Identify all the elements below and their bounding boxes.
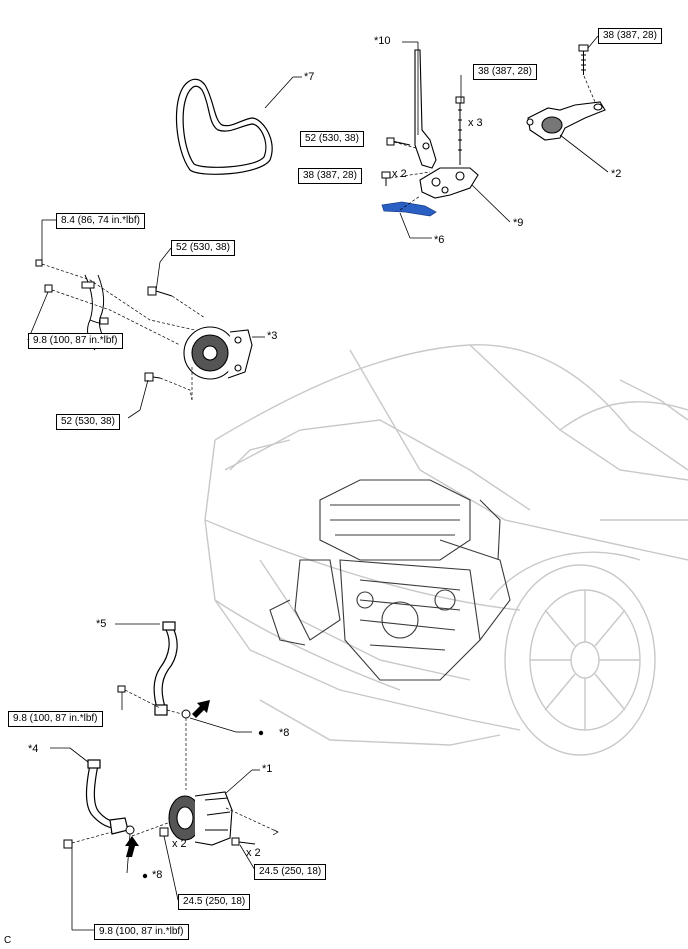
callout-9: *9 [513,217,524,229]
bullet-icon [142,873,148,879]
nut-compressor [159,827,169,837]
alternator [183,326,253,380]
bolt-alternator-upper [147,286,173,297]
torque-alternator-terminal: 9.8 (100, 87 in.*lbf) [28,333,123,349]
mount-bracket [419,167,479,199]
o-ring-lower [125,825,135,835]
qty-compressor-bolts: x 2 [246,847,261,859]
bolt-hose-4 [63,839,73,849]
torque-mount-bolt: 38 (387, 28) [598,28,662,44]
callout-4: *4 [28,743,39,755]
callout-1: *1 [262,763,273,775]
torque-bracket-nut: 38 (387, 28) [298,168,362,184]
nut-bracket-x2 [381,171,391,186]
callout-8-upper: *8 [279,727,290,739]
bolt-stay [386,137,411,146]
bolt-bracket-x3 [455,96,465,165]
ac-compressor [168,791,233,846]
bolt-alternator-lower [144,372,161,382]
bullet-icon [258,730,264,736]
torque-alternator-lower: 52 (530, 38) [56,414,120,430]
qty-bracket-nuts: x 2 [392,168,407,180]
qty-bracket-bolts: x 3 [468,117,483,129]
torque-hose-4-bolt: 9.8 (100, 87 in.*lbf) [94,924,189,940]
drive-belt [175,78,273,175]
figure-code: C [4,935,12,946]
bolt-compressor [231,837,256,846]
engine-mount [526,101,606,141]
arrow-lower-icon [125,836,139,857]
callout-7: *7 [304,71,315,83]
highlighted-part [381,201,437,217]
torque-wire-nut: 8.4 (86, 74 in.*lbf) [56,213,145,229]
callout-6: *6 [434,234,445,246]
torque-bracket-bolt: 38 (387, 28) [473,64,537,80]
callout-8-lower: *8 [152,869,163,881]
engine-illustration [269,479,511,681]
torque-compressor-bolt: 24.5 (250, 18) [254,864,327,880]
callout-5: *5 [96,618,107,630]
alternator-guides [41,263,206,401]
nut-wire [35,259,53,293]
callout-3: *3 [267,330,278,342]
callout-2: *2 [611,168,622,180]
bolt-hose-5 [117,685,126,693]
o-ring-upper [181,709,191,719]
torque-stay-bolt: 52 (530, 38) [300,131,364,147]
torque-hose-5-bolt: 9.8 (100, 87 in.*lbf) [8,711,103,727]
qty-compressor-nuts: x 2 [172,838,187,850]
bolt-mount-top [578,44,589,75]
ac-hose-5 [153,621,178,716]
callout-10: *10 [374,35,391,47]
torque-compressor-nut: 24.5 (250, 18) [178,894,251,910]
torque-alternator-upper: 52 (530, 38) [171,240,235,256]
arrow-upper-icon [192,700,210,718]
vehicle-illustration [204,344,688,756]
stay [414,49,437,169]
ac-hose-4 [85,759,129,835]
